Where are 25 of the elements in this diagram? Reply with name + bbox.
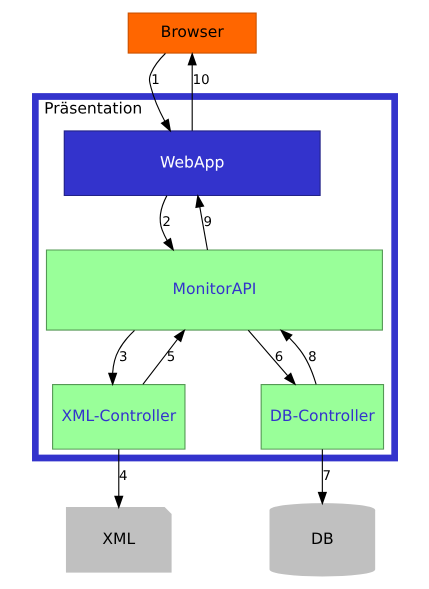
edge-label: 9	[203, 215, 212, 230]
edge-label: 6	[274, 350, 283, 365]
edge-label: 7	[322, 468, 331, 484]
edge-label: 8	[308, 350, 316, 365]
arrow	[317, 449, 327, 506]
node-box: XML-Controller	[52, 384, 186, 450]
arrow	[107, 330, 134, 386]
node-box: WebApp	[63, 130, 320, 196]
edge-label: 10	[192, 72, 210, 88]
arrow	[247, 330, 296, 386]
arrow	[142, 328, 185, 385]
arrow	[159, 195, 174, 252]
edge-label: 2	[162, 215, 170, 230]
node-box: MonitorAPI	[45, 249, 382, 331]
arrow	[148, 53, 171, 132]
arrow	[194, 194, 208, 250]
edge-label: 3	[118, 350, 127, 365]
node-box: DB-Controller	[260, 384, 384, 450]
edge-label: 1	[150, 72, 160, 88]
arrow	[114, 449, 123, 510]
node-box: Browser	[127, 12, 256, 54]
edge-label: 4	[118, 468, 127, 484]
arrow	[187, 52, 196, 131]
edge-label: 5	[166, 350, 175, 365]
arrow	[279, 329, 316, 385]
